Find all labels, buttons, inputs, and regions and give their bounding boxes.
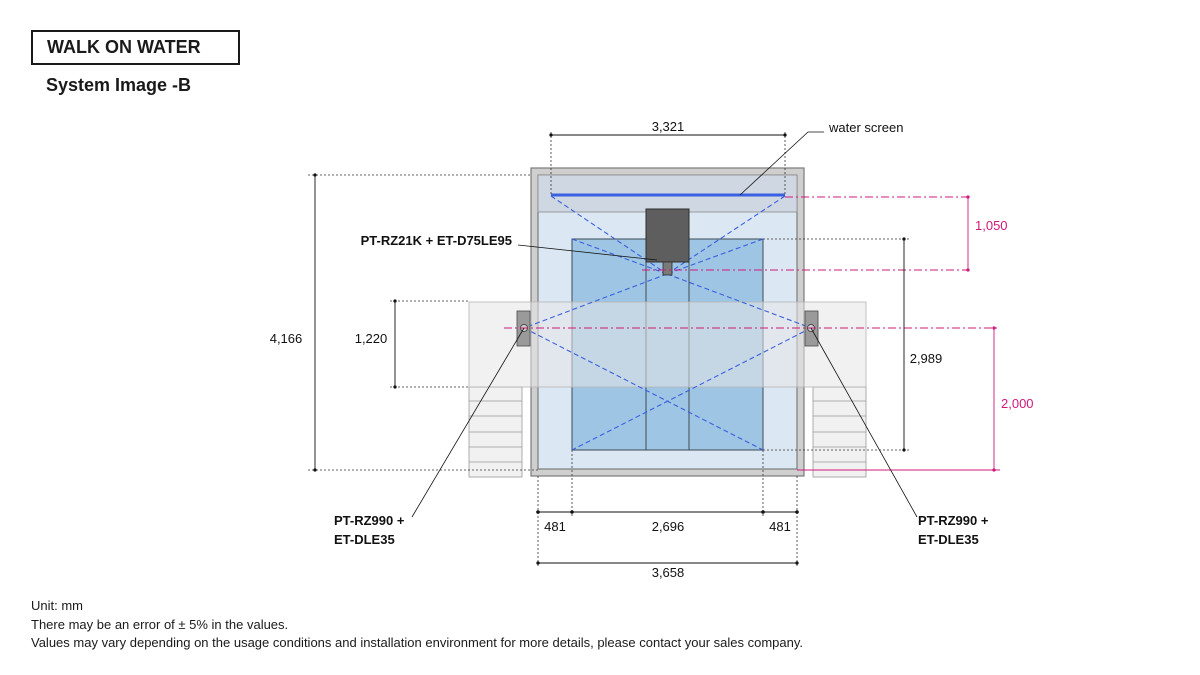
center-projector-lens <box>662 261 673 276</box>
label-right-projector-line2: ET-DLE35 <box>918 532 979 547</box>
pink-dimension-lines <box>966 195 996 472</box>
dimension-lines <box>313 133 906 565</box>
footnotes: Unit: mm There may be an error of ± 5% i… <box>31 597 803 653</box>
dim-total-width: 3,658 <box>652 565 685 580</box>
dim-total-height: 4,166 <box>270 331 303 346</box>
reference-lines-pink <box>504 196 1000 329</box>
projector-gantry <box>468 301 867 388</box>
dim-center-width: 2,696 <box>652 519 685 534</box>
label-left-projector-line1: PT-RZ990 + <box>334 513 405 528</box>
note-disclaimer: Values may vary depending on the usage c… <box>31 635 804 650</box>
dim-right-margin: 481 <box>769 519 791 534</box>
label-right-projector-line1: PT-RZ990 + <box>918 513 989 528</box>
leader-lines <box>411 131 918 518</box>
label-left-projector-line2: ET-DLE35 <box>334 532 395 547</box>
note-error: There may be an error of ± 5% in the val… <box>31 616 289 632</box>
dim-top-width: 3,321 <box>652 119 685 134</box>
dim-bottom-row-ticks <box>536 510 799 514</box>
dim-inner-height: 2,989 <box>910 351 943 366</box>
extension-lines <box>308 132 910 568</box>
dim-side-projector-offset: 2,000 <box>1001 396 1034 411</box>
center-projector-body <box>645 208 690 263</box>
dim-left-margin: 481 <box>544 519 566 534</box>
dim-side-projector-height: 1,220 <box>355 331 388 346</box>
page-title: WALK ON WATER <box>31 30 240 65</box>
dim-screen-offset: 1,050 <box>975 218 1008 233</box>
note-unit: Unit: mm <box>31 598 83 613</box>
stairs-left <box>468 386 523 478</box>
label-center-projector: PT-RZ21K + ET-D75LE95 <box>361 233 512 248</box>
label-water-screen: water screen <box>828 120 903 135</box>
page-subtitle: System Image -B <box>46 75 192 95</box>
stairs-right <box>812 386 867 478</box>
